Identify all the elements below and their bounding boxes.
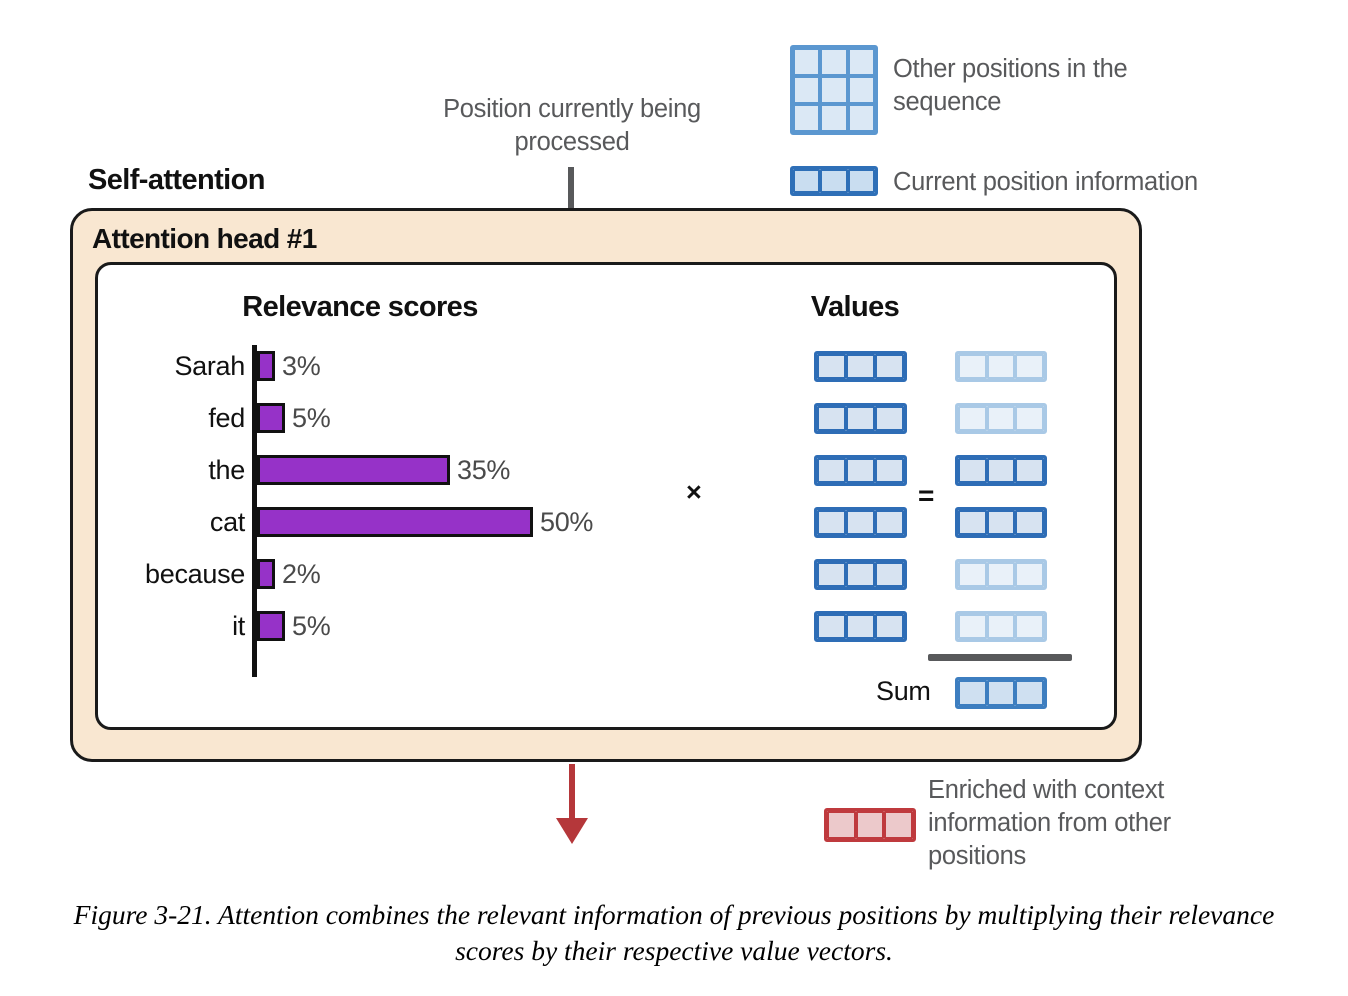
- weighted-vector-icon: [955, 507, 1047, 538]
- vector-cell: [958, 406, 987, 431]
- vector-cell: [817, 510, 846, 535]
- bar-label: fed: [208, 403, 245, 433]
- current-position-vector-icon: [790, 166, 878, 196]
- bar-value-label: 5%: [292, 611, 331, 641]
- figure-caption: Figure 3-21. Attention combines the rele…: [73, 899, 1275, 967]
- bar-value-label: 3%: [282, 351, 321, 381]
- vector-cell: [875, 562, 904, 587]
- relevance-bar: [257, 403, 285, 433]
- relevance-scores-title: Relevance scores: [242, 291, 478, 323]
- vector-cell: [817, 614, 846, 639]
- vector-cell: [958, 510, 987, 535]
- other-positions-label: Other positions in the sequence: [893, 55, 1128, 117]
- vector-cell: [986, 458, 1016, 483]
- down-arrow-shaft: [568, 167, 574, 235]
- multiply-symbol: ×: [686, 477, 702, 507]
- current-position-label: Current position information: [893, 168, 1198, 196]
- vector-cell: [846, 562, 875, 587]
- relevance-bar: [257, 507, 533, 537]
- vector-cell: [986, 614, 1016, 639]
- weighted-vector-icon: [955, 403, 1047, 434]
- vector-cell: [817, 406, 846, 431]
- output-arrow-shaft: [569, 764, 575, 820]
- vector-cell: [875, 510, 904, 535]
- bar-label: because: [145, 559, 245, 589]
- vector-cell: [1015, 458, 1045, 483]
- vector-cell: [986, 510, 1016, 535]
- sum-vector-icon: [955, 677, 1047, 709]
- vector-cell: [846, 354, 875, 379]
- weighted-vector-icon: [955, 455, 1047, 486]
- vector-cell: [1015, 406, 1045, 431]
- value-vector-icon: [814, 559, 907, 590]
- output-arrow-icon: [556, 818, 588, 844]
- values-title: Values: [810, 291, 900, 323]
- weighted-vector-icon: [955, 351, 1047, 382]
- vector-cell: [1015, 510, 1045, 535]
- vector-cell: [958, 562, 987, 587]
- weighted-vector-icon: [955, 559, 1047, 590]
- vector-cell: [817, 354, 846, 379]
- relevance-bar: [257, 351, 275, 381]
- enriched-label: Enriched with context information from o…: [928, 776, 1171, 871]
- vector-cell: [846, 406, 875, 431]
- other-positions-grid-icon: [790, 45, 878, 135]
- value-vector-icon: [814, 507, 907, 538]
- vector-cell: [875, 354, 904, 379]
- vector-cell: [1015, 354, 1045, 379]
- processing-annotation: Position currently being processed: [443, 95, 701, 157]
- value-vector-icon: [814, 455, 907, 486]
- value-vector-icon: [814, 611, 907, 642]
- vector-cell: [958, 614, 987, 639]
- bar-value-label: 35%: [457, 455, 511, 485]
- vector-cell: [846, 614, 875, 639]
- bar-value-label: 50%: [540, 507, 594, 537]
- vector-cell: [875, 458, 904, 483]
- attention-computation-panel: [95, 262, 1117, 730]
- weighted-vector-icon: [955, 611, 1047, 642]
- bar-label: it: [232, 611, 245, 641]
- vector-cell: [846, 458, 875, 483]
- chart-axis: [252, 345, 257, 677]
- self-attention-title: Self-attention: [88, 164, 265, 196]
- vector-cell: [1015, 562, 1045, 587]
- enriched-vector-icon: [824, 808, 916, 842]
- vector-cell: [958, 458, 987, 483]
- equals-symbol: =: [918, 480, 935, 511]
- value-vector-icon: [814, 351, 907, 382]
- vector-cell: [817, 562, 846, 587]
- relevance-bar: [257, 559, 275, 589]
- vector-cell: [986, 562, 1016, 587]
- bar-label: the: [208, 455, 245, 485]
- relevance-bar: [257, 611, 285, 641]
- attention-head-label: Attention head #1: [92, 223, 317, 254]
- vector-cell: [1015, 614, 1045, 639]
- vector-cell: [875, 614, 904, 639]
- vector-cell: [986, 406, 1016, 431]
- relevance-bar: [257, 455, 450, 485]
- bar-value-label: 5%: [292, 403, 331, 433]
- vector-cell: [817, 458, 846, 483]
- value-vector-icon: [814, 403, 907, 434]
- sum-divider-line: [928, 654, 1072, 661]
- bar-label: cat: [209, 507, 245, 537]
- bar-value-label: 2%: [282, 559, 321, 589]
- vector-cell: [875, 406, 904, 431]
- sum-label: Sum: [876, 676, 931, 706]
- vector-cell: [986, 354, 1016, 379]
- vector-cell: [958, 354, 987, 379]
- bar-label: Sarah: [174, 351, 245, 381]
- vector-cell: [846, 510, 875, 535]
